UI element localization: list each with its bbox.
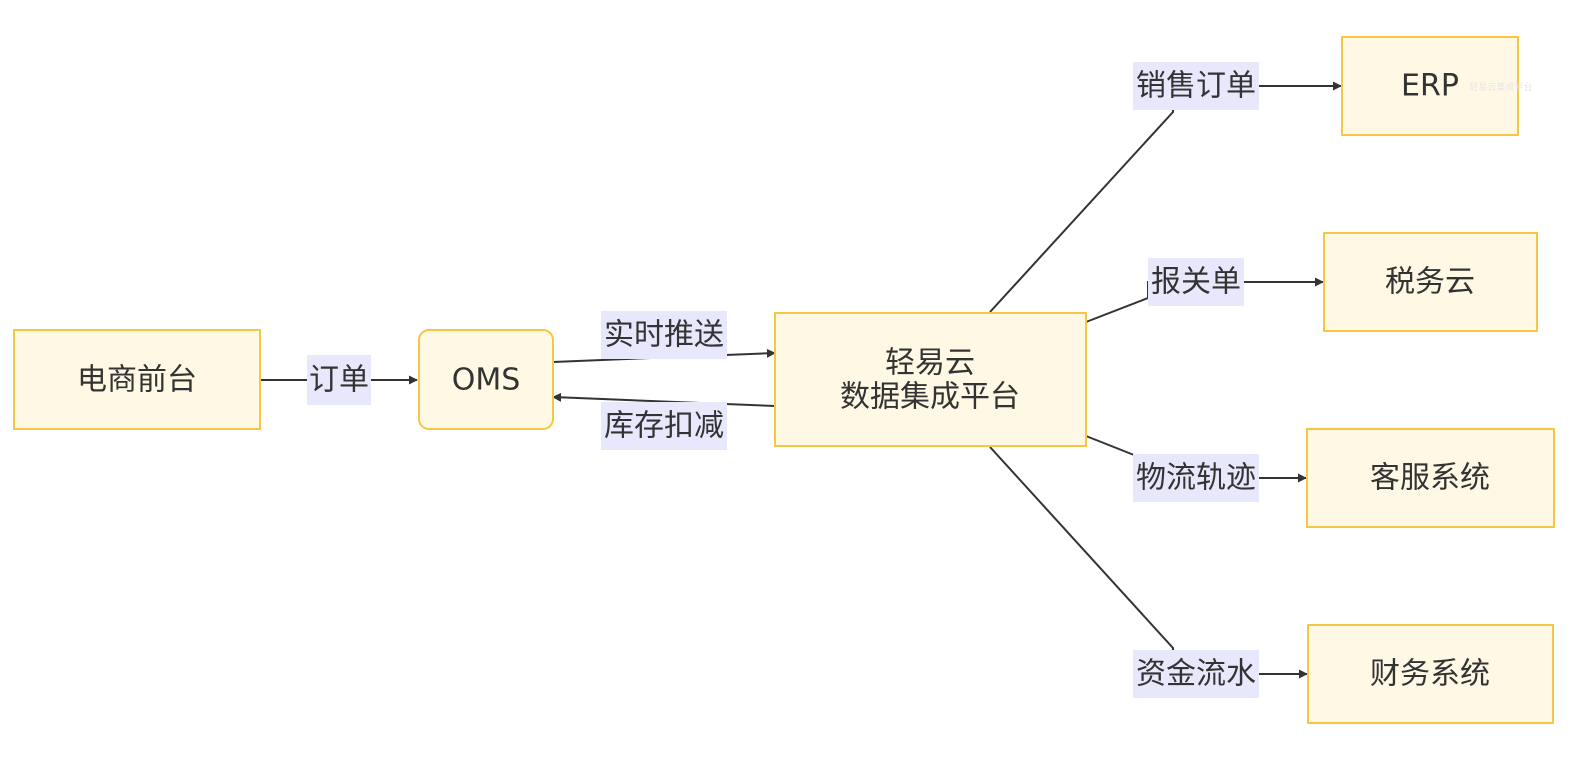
node-finance: 财务系统 (1307, 624, 1554, 724)
edge-label-funds: 资金流水 (1133, 650, 1259, 698)
edge-label-customs-text: 报关单 (1151, 265, 1241, 300)
node-erp-label: ERP (1401, 69, 1459, 104)
edge-platform-to-oms (552, 392, 776, 407)
edge-label-inventory-deduct: 库存扣减 (601, 402, 727, 450)
edge-label-logistics-text: 物流轨迹 (1136, 461, 1256, 496)
node-platform: 轻易云 数据集成平台 (774, 312, 1087, 447)
edge-label-order-text: 订单 (309, 363, 369, 398)
node-oms-label: OMS (452, 363, 521, 398)
edge-label-sales-order-text: 销售订单 (1136, 69, 1256, 104)
edge-labels-layer: 订单 实时推送 库存扣减 销售订单 报关单 物流轨迹 资金流水 (307, 62, 1259, 698)
edge-label-realtime-push-text: 实时推送 (604, 318, 724, 353)
watermark-text: 轻易云集成平台 (1469, 81, 1532, 93)
edge-label-funds-text: 资金流水 (1136, 657, 1256, 692)
edge-label-realtime-push: 实时推送 (601, 311, 727, 359)
node-service: 客服系统 (1306, 428, 1555, 528)
node-platform-label-line1: 轻易云 (885, 346, 975, 381)
nodes-layer: 电商前台 OMS 轻易云 数据集成平台 ERP 轻易云集成平台 税务云 客服系统… (13, 36, 1555, 724)
node-platform-label-line2: 数据集成平台 (840, 380, 1020, 415)
edge-label-logistics: 物流轨迹 (1133, 454, 1259, 502)
edge-label-sales-order: 销售订单 (1133, 62, 1259, 110)
edge-label-order: 订单 (307, 355, 371, 405)
node-finance-label: 财务系统 (1370, 657, 1490, 692)
node-oms: OMS (418, 329, 554, 430)
node-tax-label: 税务云 (1385, 265, 1475, 300)
node-ecommerce: 电商前台 (13, 329, 261, 430)
edge-label-customs: 报关单 (1148, 258, 1244, 306)
node-ecommerce-label: 电商前台 (77, 363, 197, 398)
node-tax: 税务云 (1323, 232, 1538, 332)
edge-label-inventory-deduct-text: 库存扣减 (604, 409, 724, 444)
node-service-label: 客服系统 (1370, 461, 1490, 496)
node-erp: ERP 轻易云集成平台 (1341, 36, 1533, 136)
